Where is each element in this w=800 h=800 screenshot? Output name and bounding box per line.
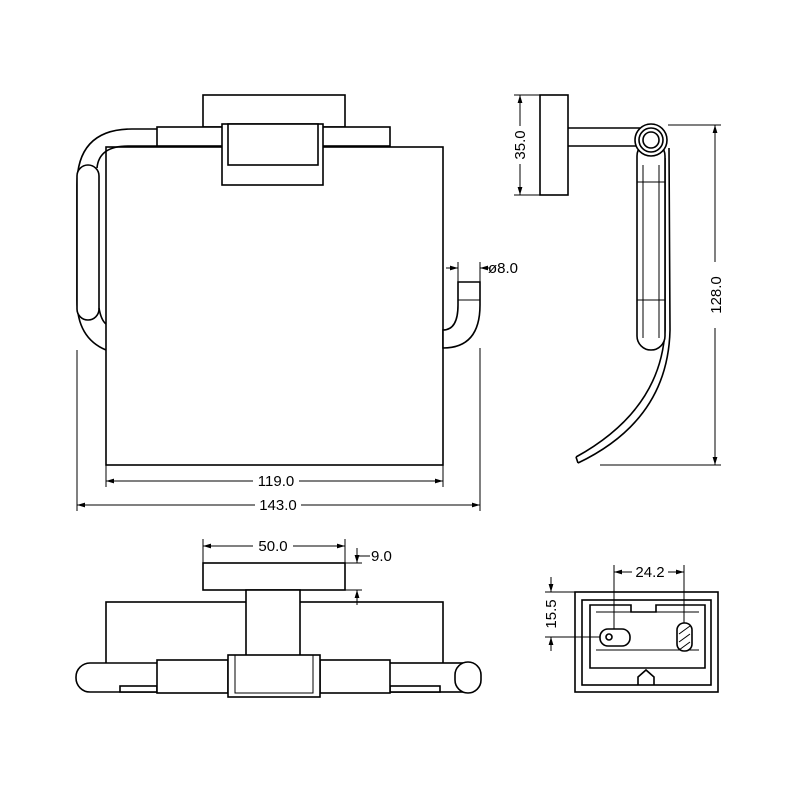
top-bar-left-strip: [119, 685, 158, 693]
top-post: [245, 589, 301, 661]
dim-label-plate-height: 35.0: [512, 130, 529, 159]
back-bottom-notch: [637, 668, 655, 685]
side-view: 35.0 128.0: [512, 94, 725, 466]
side-pivot-inner: [642, 131, 660, 149]
dim-label-plate-width: 50.0: [258, 538, 287, 555]
front-ring-lower-curve: [98, 307, 107, 325]
front-clamp-inner: [227, 123, 319, 166]
back-left-slot-hole: [605, 633, 613, 641]
dim-label-overall-width: 143.0: [259, 497, 297, 514]
dimension-plate-height: 35.0: [512, 94, 540, 196]
back-view: 24.2 15.5: [543, 564, 719, 693]
front-ring-inner-curve: [96, 145, 157, 169]
front-wall-plate: [202, 94, 346, 128]
dimension-hole-offset: 15.5: [543, 577, 600, 651]
dim-label-plate-depth: 9.0: [371, 548, 392, 565]
dimension-plate-width: 50.0: [202, 538, 346, 563]
top-bar-right-cap: [454, 661, 482, 694]
front-ring-right-tip: [442, 281, 481, 349]
front-view: ø8.0 119.0 143.0: [76, 94, 518, 514]
dim-label-hole-offset: 15.5: [543, 599, 560, 628]
side-cover-outer: [577, 147, 671, 464]
dimension-plate-depth: 9.0: [345, 548, 392, 605]
top-wall-plate: [202, 562, 346, 591]
dimension-overall-height: 128.0: [600, 124, 725, 466]
top-bar-right-strip: [389, 685, 441, 693]
dim-label-tube-diameter: ø8.0: [488, 260, 518, 277]
dimension-overall-width: 143.0: [76, 348, 481, 514]
front-paper-roll: [105, 146, 444, 466]
side-ring-tube: [636, 141, 666, 351]
dimension-hole-spacing: 24.2: [613, 564, 685, 629]
dim-label-hole-spacing: 24.2: [635, 564, 664, 581]
top-view: 50.0 9.0: [75, 538, 482, 698]
top-bar-left-bracket: [156, 659, 229, 694]
side-cover-tip: [575, 456, 579, 464]
back-left-screw-slot: [599, 628, 631, 647]
top-bar-center-line: [234, 655, 314, 694]
back-mounting-bracket: [589, 604, 706, 669]
back-right-slot-hatch: [678, 625, 691, 651]
side-pivot-middle: [638, 127, 664, 153]
dim-label-paper-width: 119.0: [258, 473, 294, 490]
top-bar-right-bracket: [319, 659, 391, 694]
dimension-paper-width: 119.0: [105, 465, 444, 490]
front-ring-tube: [76, 164, 100, 321]
side-wall-plate: [539, 94, 569, 196]
top-bar-center-block: [227, 654, 321, 698]
dimension-tube-diameter: ø8.0: [446, 260, 518, 282]
back-right-screw-slot: [676, 622, 693, 652]
dim-label-overall-height: 128.0: [708, 276, 725, 314]
